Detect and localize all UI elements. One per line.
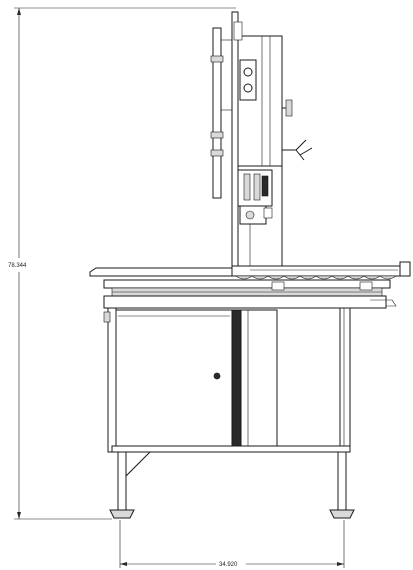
right-table-slide bbox=[231, 265, 403, 277]
right-frame-post bbox=[339, 307, 351, 453]
bottom-rail bbox=[111, 445, 351, 453]
width-arrow-right bbox=[337, 562, 344, 566]
blade-guide-rail bbox=[212, 27, 222, 199]
height-arrow-top bbox=[17, 8, 21, 15]
right-leg bbox=[337, 451, 347, 511]
tension-knob-upper bbox=[243, 67, 253, 77]
left-cabinet-post bbox=[107, 307, 117, 453]
table-top bbox=[89, 261, 411, 309]
height-arrow-bottom bbox=[17, 512, 21, 519]
right-foot bbox=[329, 509, 355, 519]
height-dimension: 78.344 bbox=[8, 7, 236, 520]
cabinet-door bbox=[115, 309, 233, 447]
carriage-rail bbox=[103, 279, 391, 289]
left-table-wing bbox=[89, 267, 233, 277]
left-leg bbox=[117, 451, 127, 511]
side-adjuster bbox=[285, 99, 293, 117]
adjustment-handle bbox=[282, 139, 313, 161]
fence-end-stop bbox=[399, 261, 411, 277]
left-leg-brace bbox=[125, 451, 151, 477]
door-knob[interactable] bbox=[213, 372, 221, 380]
tension-panel bbox=[239, 59, 257, 101]
door-hinge-post bbox=[231, 309, 242, 447]
height-dimension-label: 78.344 bbox=[8, 263, 27, 269]
table-support-beam bbox=[103, 295, 387, 309]
center-column bbox=[240, 309, 278, 447]
upper-wheel-housing bbox=[237, 35, 283, 167]
width-dimension: 34.920 bbox=[119, 520, 345, 568]
carriage-rollers bbox=[235, 275, 397, 280]
tension-knob-lower bbox=[243, 83, 253, 93]
upper-saw-frame bbox=[210, 11, 313, 275]
left-foot bbox=[109, 509, 135, 519]
width-arrow-left bbox=[120, 562, 127, 566]
base-cabinet bbox=[103, 307, 355, 519]
width-dimension-label: 34.920 bbox=[219, 562, 238, 568]
blade-guard-post bbox=[231, 11, 239, 275]
